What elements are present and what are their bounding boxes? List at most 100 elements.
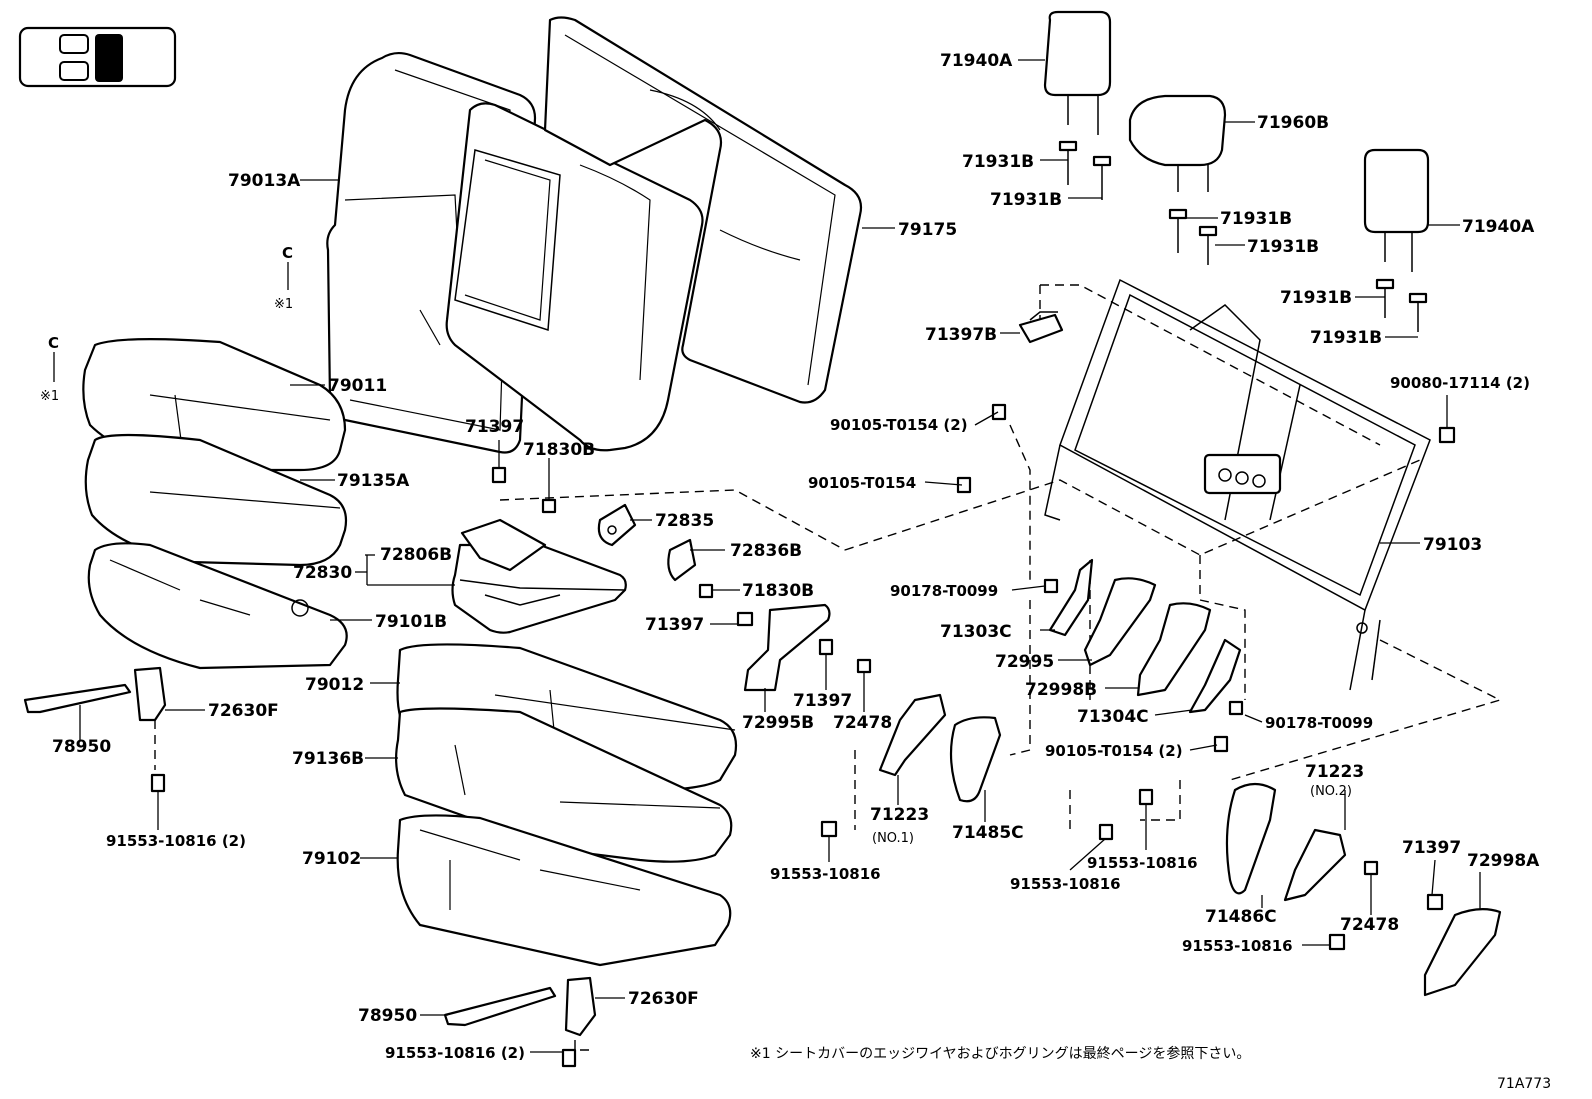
label-72478-b: 72478 <box>1340 915 1399 935</box>
label-72478-a: 72478 <box>833 713 892 733</box>
label-71830b-a: 71830B <box>523 440 595 460</box>
headrest-guides <box>1058 140 1428 332</box>
label-71304c: 71304C <box>1077 707 1149 727</box>
leader-lines <box>79 59 1481 1053</box>
armrest-72830 <box>451 518 627 634</box>
svg-text:※1: ※1 <box>40 389 59 404</box>
label-91553-10816-c: 91553-10816 <box>1010 875 1121 893</box>
seatback-right-assembly <box>543 16 863 404</box>
svg-text:C: C <box>48 334 59 352</box>
label-91553-10816-2b: 91553-10816 (2) <box>385 1044 525 1062</box>
label-71830b-b: 71830B <box>742 581 814 601</box>
cover-72995 <box>1083 577 1157 667</box>
diagram-code: 71A773 <box>1497 1076 1551 1092</box>
label-79136b: 79136B <box>292 749 364 769</box>
label-90105-t0154-2b: 90105-T0154 (2) <box>1045 742 1183 760</box>
part-labels: 71940A 71960B 71931B 71931B 71931B 71931… <box>52 51 1540 1062</box>
fasteners <box>150 403 1456 1068</box>
label-72995b: 72995B <box>742 713 814 733</box>
label-71931b-1: 71931B <box>962 152 1034 172</box>
seatback-center-assembly <box>445 102 704 452</box>
seat-position-icon <box>18 26 177 88</box>
cushion-pad-79135a <box>84 433 348 567</box>
label-91553-10816-a: 91553-10816 <box>770 865 881 883</box>
label-72836b: 72836B <box>730 541 802 561</box>
label-71397-d: 71397 <box>1402 838 1461 858</box>
label-79012: 79012 <box>305 675 364 695</box>
hook-78950-b <box>443 986 557 1027</box>
label-79013a: 79013A <box>228 171 301 191</box>
label-71931b-4: 71931B <box>1247 237 1319 257</box>
cover-72998a <box>1423 908 1502 997</box>
headrest-71960b <box>1128 94 1227 192</box>
hinge-cover-71223-no1 <box>878 693 947 777</box>
label-71397b: 71397B <box>925 325 997 345</box>
footnote: ※1 シートカバーのエッジワイヤおよびホグリングは最終ページを参照下さい。 <box>750 1045 1250 1062</box>
label-71940a-top: 71940A <box>940 51 1013 71</box>
label-72630f-a: 72630F <box>208 701 279 721</box>
label-71223-no2-sub: (NO.2) <box>1310 784 1352 799</box>
bracket-72836b <box>667 538 697 582</box>
label-72830: 72830 <box>293 563 352 583</box>
label-71223-no1-sub: (NO.1) <box>872 831 914 846</box>
label-79103: 79103 <box>1423 535 1482 555</box>
label-72995: 72995 <box>995 652 1054 672</box>
cushion-frame-79102 <box>396 814 732 967</box>
label-71223-no2: 71223 <box>1305 762 1364 782</box>
label-71397-a: 71397 <box>465 417 524 437</box>
label-71303c: 71303C <box>940 622 1012 642</box>
hook-78950-a <box>23 683 132 714</box>
svg-text:C: C <box>282 244 293 262</box>
label-71485c: 71485C <box>952 823 1024 843</box>
label-90178-t0099-b: 90178-T0099 <box>1265 714 1373 732</box>
headrest-71940a-top <box>1043 10 1112 135</box>
label-71940a-right: 71940A <box>1462 217 1535 237</box>
label-79102: 79102 <box>302 849 361 869</box>
cover-71486c <box>1225 782 1277 895</box>
label-71397-c: 71397 <box>793 691 852 711</box>
label-71486c: 71486C <box>1205 907 1277 927</box>
cushion-frame-79101b <box>87 542 348 670</box>
label-90105-t0154-2a: 90105-T0154 (2) <box>830 416 968 434</box>
label-71960b: 71960B <box>1257 113 1329 133</box>
label-71931b-3: 71931B <box>1220 209 1292 229</box>
svg-text:※1: ※1 <box>274 297 293 312</box>
label-72630f-b: 72630F <box>628 989 699 1009</box>
note-marker-c2: C ※1 <box>40 334 59 404</box>
bracket-71304c <box>1188 638 1242 714</box>
bracket-72630f-b <box>564 976 597 1037</box>
bracket-72835 <box>597 503 637 547</box>
label-71931b-2: 71931B <box>990 190 1062 210</box>
clip-71397b <box>1018 311 1064 344</box>
label-72998b: 72998B <box>1025 680 1097 700</box>
label-79135a: 79135A <box>337 471 410 491</box>
label-78950-b: 78950 <box>358 1006 417 1026</box>
label-91553-10816-d: 91553-10816 <box>1182 937 1293 955</box>
label-90105-t0154: 90105-T0154 <box>808 474 916 492</box>
bracket-72630f-a <box>133 666 167 722</box>
cover-72995b <box>743 603 831 692</box>
label-79175: 79175 <box>898 220 957 240</box>
label-71397-b: 71397 <box>645 615 704 635</box>
hinge-cover-71223-no2 <box>1283 828 1347 902</box>
label-72998a: 72998A <box>1467 851 1540 871</box>
label-91553-10816-2a: 91553-10816 (2) <box>106 832 246 850</box>
label-79011: 79011 <box>328 376 387 396</box>
label-90080-17114: 90080-17114 (2) <box>1390 374 1530 392</box>
note-marker-c1: C ※1 <box>274 244 293 312</box>
cushion-pad-79136b <box>395 707 733 863</box>
label-78950-a: 78950 <box>52 737 111 757</box>
label-72806b: 72806B <box>380 545 452 565</box>
headrest-71940a-right <box>1363 148 1430 272</box>
bracket-71303c <box>1048 558 1094 637</box>
label-71931b-6: 71931B <box>1310 328 1382 348</box>
label-71223-no1: 71223 <box>870 805 929 825</box>
seatback-frame <box>1044 278 1431 691</box>
label-90178-t0099-a: 90178-T0099 <box>890 582 998 600</box>
cover-72998b <box>1136 602 1212 697</box>
cover-71485c <box>949 716 1002 803</box>
label-91553-10816-b: 91553-10816 <box>1087 854 1198 872</box>
label-79101b: 79101B <box>375 612 447 632</box>
label-72835: 72835 <box>655 511 714 531</box>
